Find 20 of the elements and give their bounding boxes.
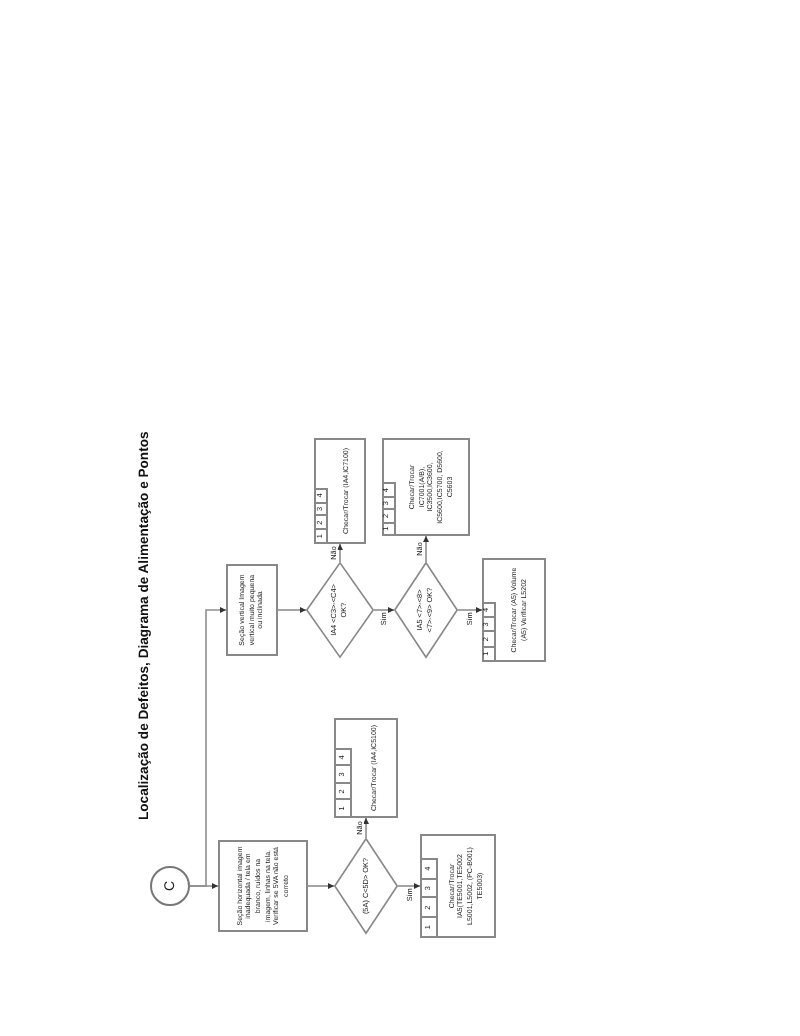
process-box	[314, 438, 366, 544]
arrow	[337, 543, 343, 563]
decision-diamond	[394, 562, 458, 658]
process-box	[218, 840, 308, 932]
process-box	[226, 564, 278, 656]
process-box	[382, 438, 470, 536]
arrow	[397, 883, 421, 889]
arrow	[363, 817, 369, 839]
arrow	[373, 607, 395, 613]
decision-diamond	[306, 562, 374, 658]
decision-diamond	[334, 838, 398, 934]
arrow	[307, 883, 335, 889]
arrow	[277, 607, 307, 613]
arrow	[423, 535, 429, 563]
process-box	[482, 558, 546, 662]
process-box	[420, 834, 496, 938]
connector-circle	[150, 866, 190, 906]
process-box	[334, 718, 398, 818]
arrow	[189, 607, 227, 887]
arrow	[457, 607, 483, 613]
